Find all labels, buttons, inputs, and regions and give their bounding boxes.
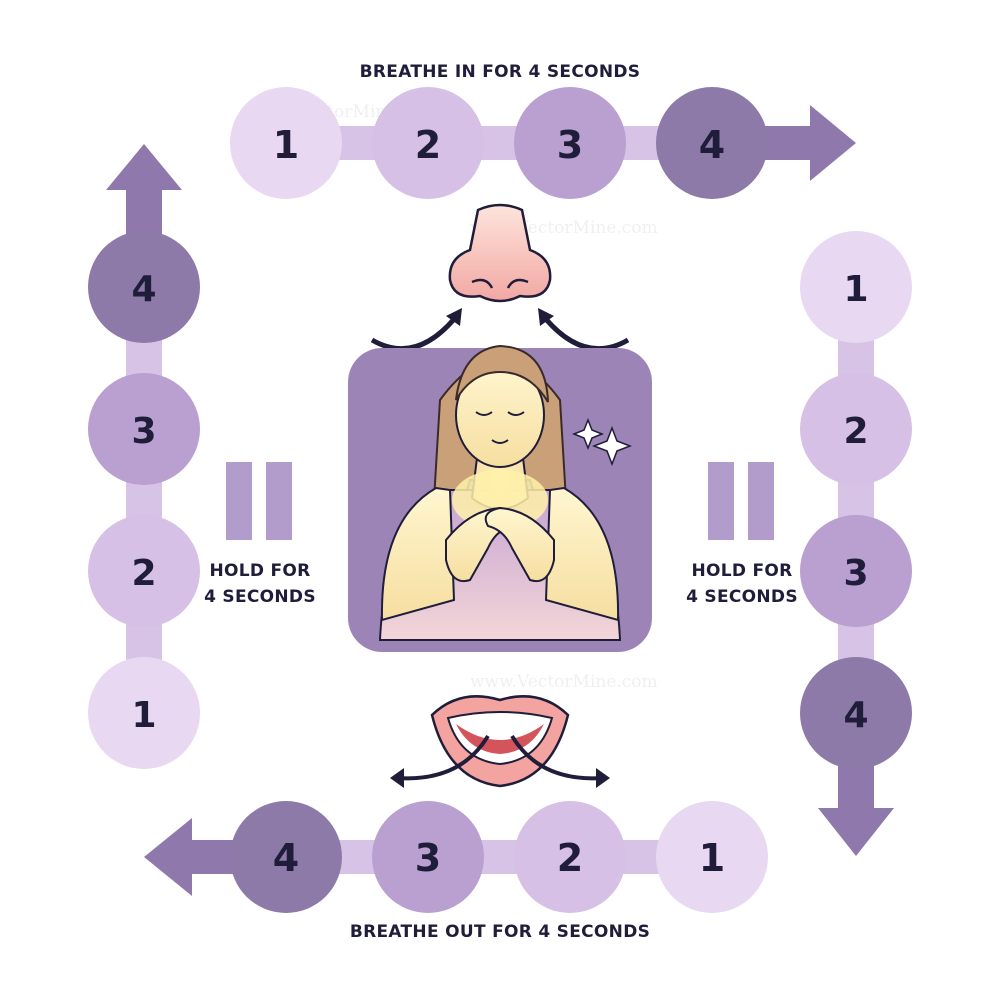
count-circle [514,801,626,913]
count-circle [800,373,912,485]
mouth-icon [430,695,570,788]
count-label: 1 [273,123,299,167]
count-label: 1 [131,695,156,736]
track-bar [838,285,874,715]
pause-icon [708,462,774,540]
watermark: www.VectorMine.com [470,672,658,692]
sparkle-icon [571,417,605,451]
breathe-out-track: 4 3 2 1 [144,801,768,913]
count-label: 3 [415,836,441,880]
count-circle [656,87,768,199]
count-label: 2 [415,123,441,167]
count-label: 2 [557,836,583,880]
breathe-in-title: BREATHE IN FOR 4 SECONDS [359,62,641,82]
hold-left-line1: HOLD FOR [209,561,311,581]
count-circle [800,515,912,627]
breathe-out-title: BREATHE OUT FOR 4 SECONDS [349,922,651,942]
hold-left-line2: 4 SECONDS [204,587,316,607]
count-circle [372,87,484,199]
count-circle [800,231,912,343]
track-bar [285,840,715,874]
count-label: 2 [843,411,868,452]
hold-right-line1: HOLD FOR [691,561,793,581]
nose-icon [448,203,552,303]
breathe-in-track: 1 2 3 4 [230,87,856,199]
arrow-left-icon [144,818,192,896]
hold-right-line2: 4 SECONDS [686,587,798,607]
count-label: 1 [843,269,868,310]
person-illustration [348,344,652,652]
count-label: 4 [699,123,725,167]
count-circle [88,373,200,485]
exhale-arrows-icon [390,734,610,788]
hold-left-track: 4 3 2 1 [88,144,200,769]
hold-right-label: HOLD FOR 4 SECONDS [672,558,812,610]
count-label: 3 [843,553,868,594]
count-label: 4 [273,836,299,880]
count-label: 3 [557,123,583,167]
hold-left-label: HOLD FOR 4 SECONDS [190,558,330,610]
count-circle [230,801,342,913]
arrow-up-icon [106,144,182,190]
track-bar [126,285,162,715]
count-circle [88,657,200,769]
sparkle-icon [591,425,633,467]
count-circle [372,801,484,913]
count-circle [800,657,912,769]
count-label: 3 [131,411,156,452]
inhale-arrows-icon [370,308,630,352]
count-circle [656,801,768,913]
count-label: 1 [699,836,725,880]
count-circle [88,231,200,343]
count-circle [88,515,200,627]
arrow-down-icon [818,808,894,856]
count-label: 2 [131,553,156,594]
pause-icon [226,462,292,540]
count-label: 4 [131,269,156,310]
arrow-right-icon [810,105,856,181]
hold-right-track: 1 2 3 4 [800,231,912,856]
count-label: 4 [843,695,868,736]
count-circle [514,87,626,199]
count-circle [230,87,342,199]
